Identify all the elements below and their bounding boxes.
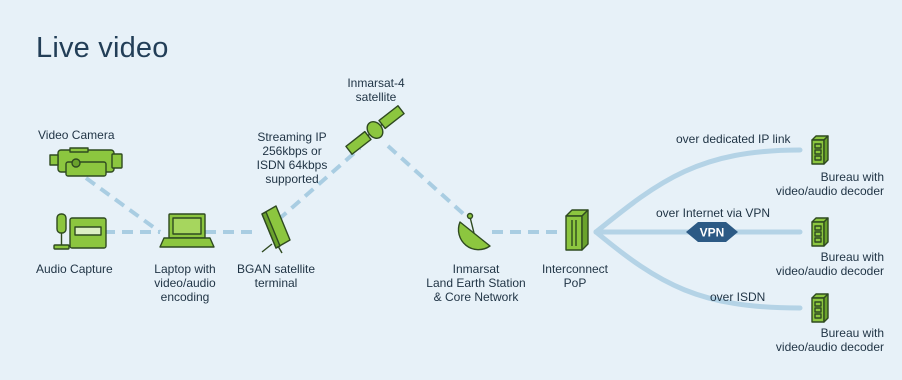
bureau-2-label-line-1: Bureau with <box>820 250 884 264</box>
bureau-1-label: Bureau with video/audio decoder <box>758 170 884 198</box>
video-camera-label: Video Camera <box>38 128 115 142</box>
laptop-label-line-3: encoding <box>160 290 210 304</box>
vpn-badge-shape <box>686 222 738 242</box>
bureau-3-label-line-2: video/audio decoder <box>775 340 884 354</box>
audio-capture-icon <box>53 213 107 250</box>
bgan-terminal-label: BGAN satellite terminal <box>228 262 324 290</box>
satellite-label-line-2: satellite <box>355 90 397 104</box>
land-station-label-line-3: & Core Network <box>433 290 519 304</box>
laptop-label-line-1: Laptop with <box>154 262 216 276</box>
bureau-3-label: Bureau with video/audio decoder <box>758 326 884 354</box>
bureau-3-label-line-1: Bureau with <box>820 326 884 340</box>
bureau-1-label-line-1: Bureau with <box>820 170 884 184</box>
interconnect-label: Interconnect PoP <box>534 262 616 290</box>
streaming-label-line-2: 256kbps or <box>262 144 322 158</box>
video-camera-icon <box>49 147 123 177</box>
laptop-label: Laptop with video/audio encoding <box>146 262 224 304</box>
streaming-label: Streaming IP 256kbps or ISDN 64kbps supp… <box>244 130 340 186</box>
streaming-label-line-4: supported <box>265 172 319 186</box>
link-vpn-label: over Internet via VPN <box>656 206 771 220</box>
satellite-icon <box>345 105 405 155</box>
link-satellite-station <box>386 144 470 220</box>
satellite-label: Inmarsat-4 satellite <box>336 76 416 104</box>
bgan-terminal-label-line-1: BGAN satellite <box>236 262 316 276</box>
dashed-links <box>84 144 562 234</box>
land-station-label: Inmarsat Land Earth Station & Core Netwo… <box>420 262 532 304</box>
land-station-label-line-2: Land Earth Station <box>426 276 526 290</box>
earth-station-dish-icon <box>457 212 491 251</box>
link-dedicated-ip-label: over dedicated IP link <box>676 132 791 146</box>
bureau-2-label-line-2: video/audio decoder <box>775 264 884 278</box>
bgan-terminal-icon <box>261 205 291 254</box>
bureau-2-label: Bureau with video/audio decoder <box>758 250 884 278</box>
bureau-1-icon <box>811 135 829 165</box>
streaming-label-line-1: Streaming IP <box>257 130 327 144</box>
streaming-label-line-3: ISDN 64kbps <box>256 158 328 172</box>
land-station-label-line-1: Inmarsat <box>452 262 500 276</box>
diagram-title: Live video <box>36 32 169 64</box>
link-isdn <box>593 229 803 311</box>
link-dedicated-ip <box>593 147 803 235</box>
bgan-terminal-label-line-2: terminal <box>254 276 298 290</box>
satellite-label-line-1: Inmarsat-4 <box>347 76 405 90</box>
link-isdn-label: over ISDN <box>710 290 766 304</box>
bureau-3-icon <box>811 293 829 323</box>
laptop-icon <box>159 213 215 248</box>
interconnect-label-line-2: PoP <box>563 276 587 290</box>
bureau-2-icon <box>811 217 829 247</box>
interconnect-label-line-1: Interconnect <box>541 262 609 276</box>
link-terminal-satellite <box>276 146 362 222</box>
audio-capture-label: Audio Capture <box>36 262 113 276</box>
interconnect-pop-icon <box>565 209 589 251</box>
bureau-1-label-line-2: video/audio decoder <box>775 184 884 198</box>
link-camera-laptop <box>84 176 162 234</box>
vpn-badge-label: VPN <box>700 226 725 240</box>
vpn-badge: VPN <box>686 222 738 242</box>
laptop-label-line-2: video/audio <box>154 276 216 290</box>
